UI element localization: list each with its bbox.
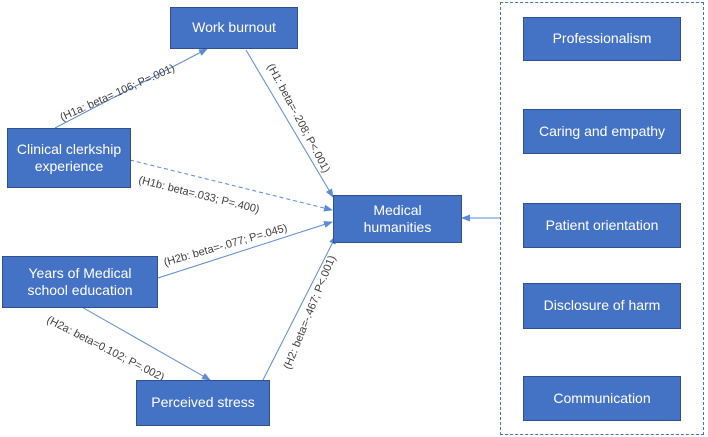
dimension-communication: Communication <box>523 376 681 421</box>
arrow-education-to-stress <box>79 305 211 381</box>
node-clinical-clerkship: Clinical clerkship experience <box>7 128 131 188</box>
arrow-stress-to-humanities <box>262 235 337 381</box>
arrow-education-to-humanities <box>157 221 333 279</box>
label-h2a: (H2a: beta=0.102; P=.002) <box>45 314 167 384</box>
node-medical-humanities: Medical humanities <box>333 195 462 243</box>
dimensions-group <box>500 2 704 435</box>
label-h1: (H1: beta=-.208; P<.001) <box>264 62 332 175</box>
label-h2b: (H2b: beta=-.077; P=.045) <box>163 222 289 269</box>
label-h1b: (H1b: beta=.033; P=.400) <box>137 174 260 216</box>
node-years-education: Years of Medical school education <box>2 256 158 308</box>
dimension-disclosure-harm: Disclosure of harm <box>523 283 681 329</box>
dimension-patient-orientation: Patient orientation <box>523 203 681 248</box>
node-perceived-stress: Perceived stress <box>136 380 270 426</box>
dimension-professionalism: Professionalism <box>523 17 681 61</box>
arrow-burnout-to-humanities <box>245 49 334 198</box>
arrow-clerkship-to-burnout <box>54 48 208 129</box>
node-work-burnout: Work burnout <box>170 7 298 49</box>
label-h2: (H2: beta=-.467; P<.001) <box>282 254 339 371</box>
label-h1a: (H1a: beta=.106; P=.001) <box>58 62 176 123</box>
dimension-caring-empathy: Caring and empathy <box>523 109 681 154</box>
